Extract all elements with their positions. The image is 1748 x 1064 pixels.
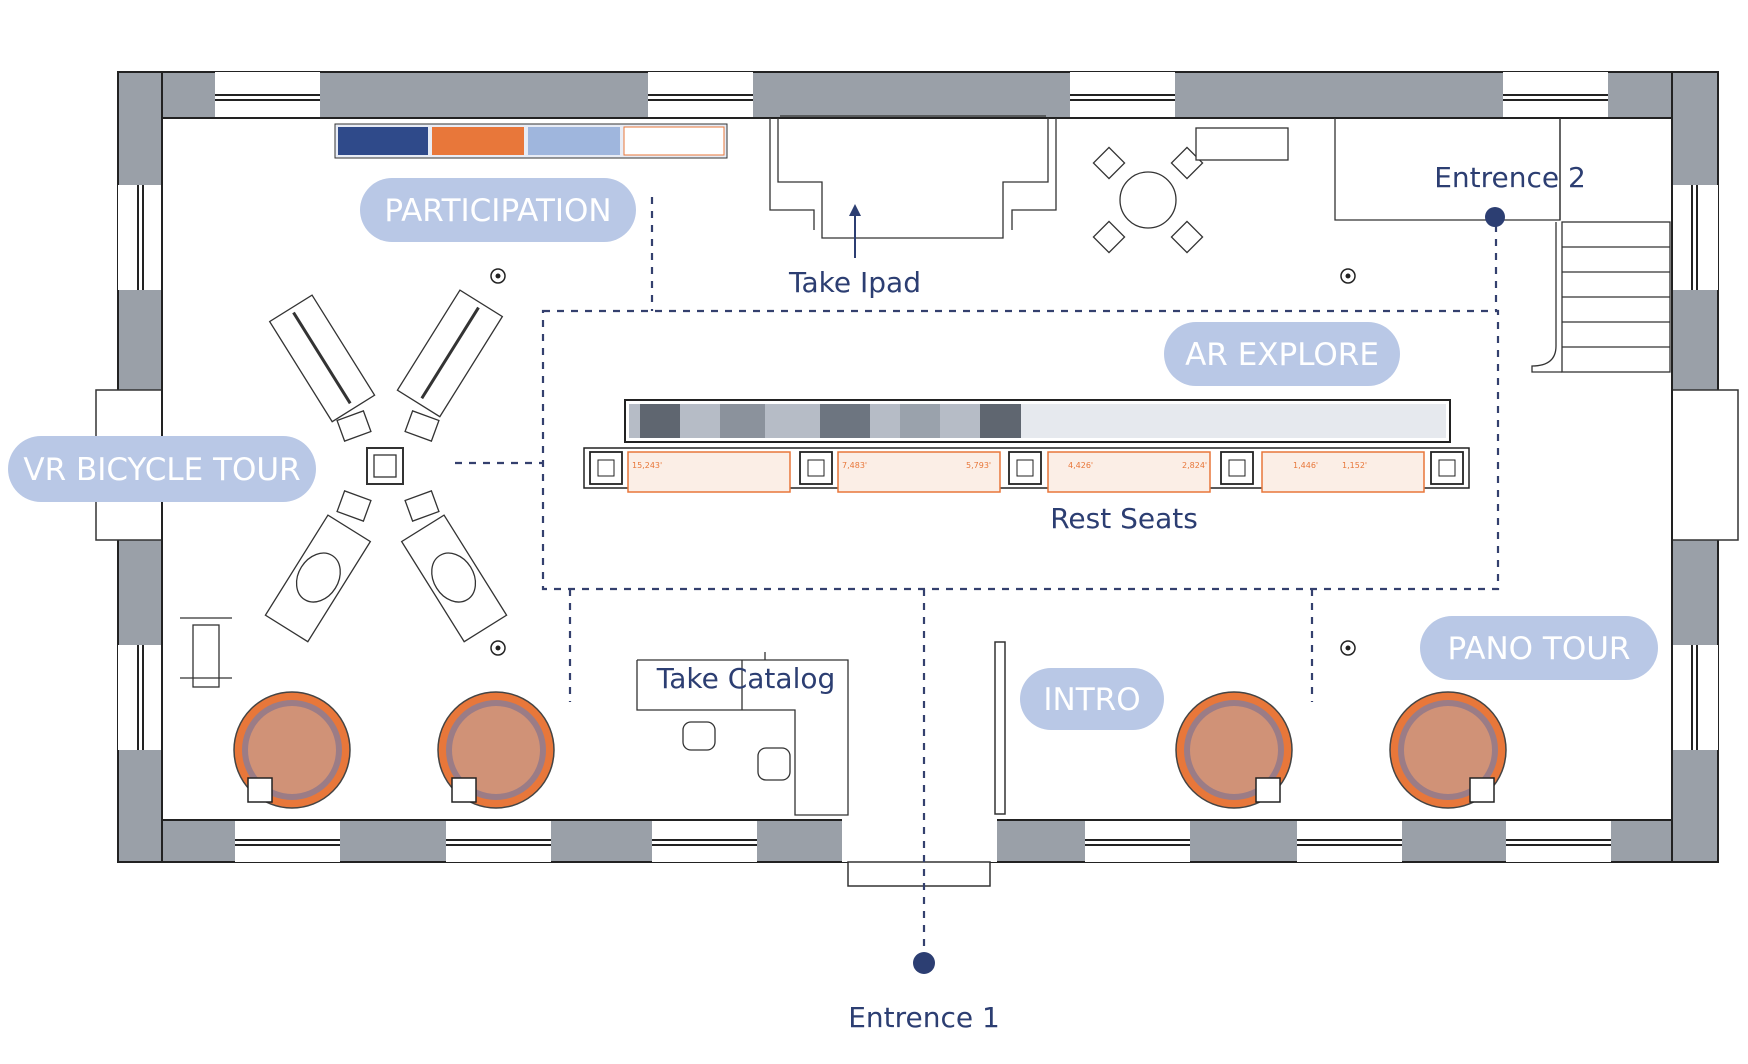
zone-label-participation[interactable]: PARTICIPATION [360, 178, 636, 242]
zone-label-ar-explore[interactable]: AR EXPLORE [1164, 322, 1400, 386]
note-entrance-1: Entrence 1 [848, 1001, 1000, 1034]
ceiling-markers [490, 268, 1356, 656]
intro-partition [994, 641, 1006, 815]
panel-number: 2,824' [1182, 461, 1207, 470]
zone-label-vr-bicycle-tour[interactable]: VR BICYCLE TOUR [8, 436, 316, 502]
note-take-catalog: Take Catalog [656, 662, 836, 695]
panel-number: 5,793' [966, 461, 991, 470]
zone-label-intro[interactable]: INTRO [1020, 668, 1164, 730]
panel-number: 1,446' [1293, 461, 1318, 470]
panel-number: 15,243' [632, 461, 662, 470]
participation-board [334, 123, 728, 159]
round-table [1092, 146, 1204, 254]
staircase [1334, 118, 1671, 373]
zone-label-text: INTRO [1043, 682, 1140, 718]
zone-label-pano-tour[interactable]: PANO TOUR [1420, 616, 1658, 680]
zone-label-text: VR BICYCLE TOUR [23, 452, 300, 488]
catalog-desk [636, 652, 849, 816]
note-rest-seats: Rest Seats [1050, 502, 1198, 535]
zone-label-text: PARTICIPATION [384, 193, 611, 229]
ipad-station [769, 115, 1057, 239]
zone-label-text: PANO TOUR [1448, 631, 1631, 667]
note-take-ipad: Take Ipad [788, 266, 921, 299]
panel-number: 1,152' [1342, 461, 1367, 470]
visitor-route [455, 197, 1500, 960]
panel-number: 7,483' [842, 461, 867, 470]
pano-turntables [233, 691, 1507, 809]
vr-bicycle-stations [180, 289, 508, 688]
info-sign [1195, 127, 1289, 161]
rest-seats: 15,243' 7,483' 5,793' 4,426' 2,824' 1,44… [583, 447, 1470, 493]
zone-label-text: AR EXPLORE [1185, 337, 1379, 373]
note-entrance-2: Entrence 2 [1434, 161, 1586, 194]
entrance-1-marker [913, 952, 935, 974]
entrance-2-marker [1485, 207, 1505, 227]
ar-exhibit-wall [624, 399, 1451, 443]
panel-number: 4,426' [1068, 461, 1093, 470]
